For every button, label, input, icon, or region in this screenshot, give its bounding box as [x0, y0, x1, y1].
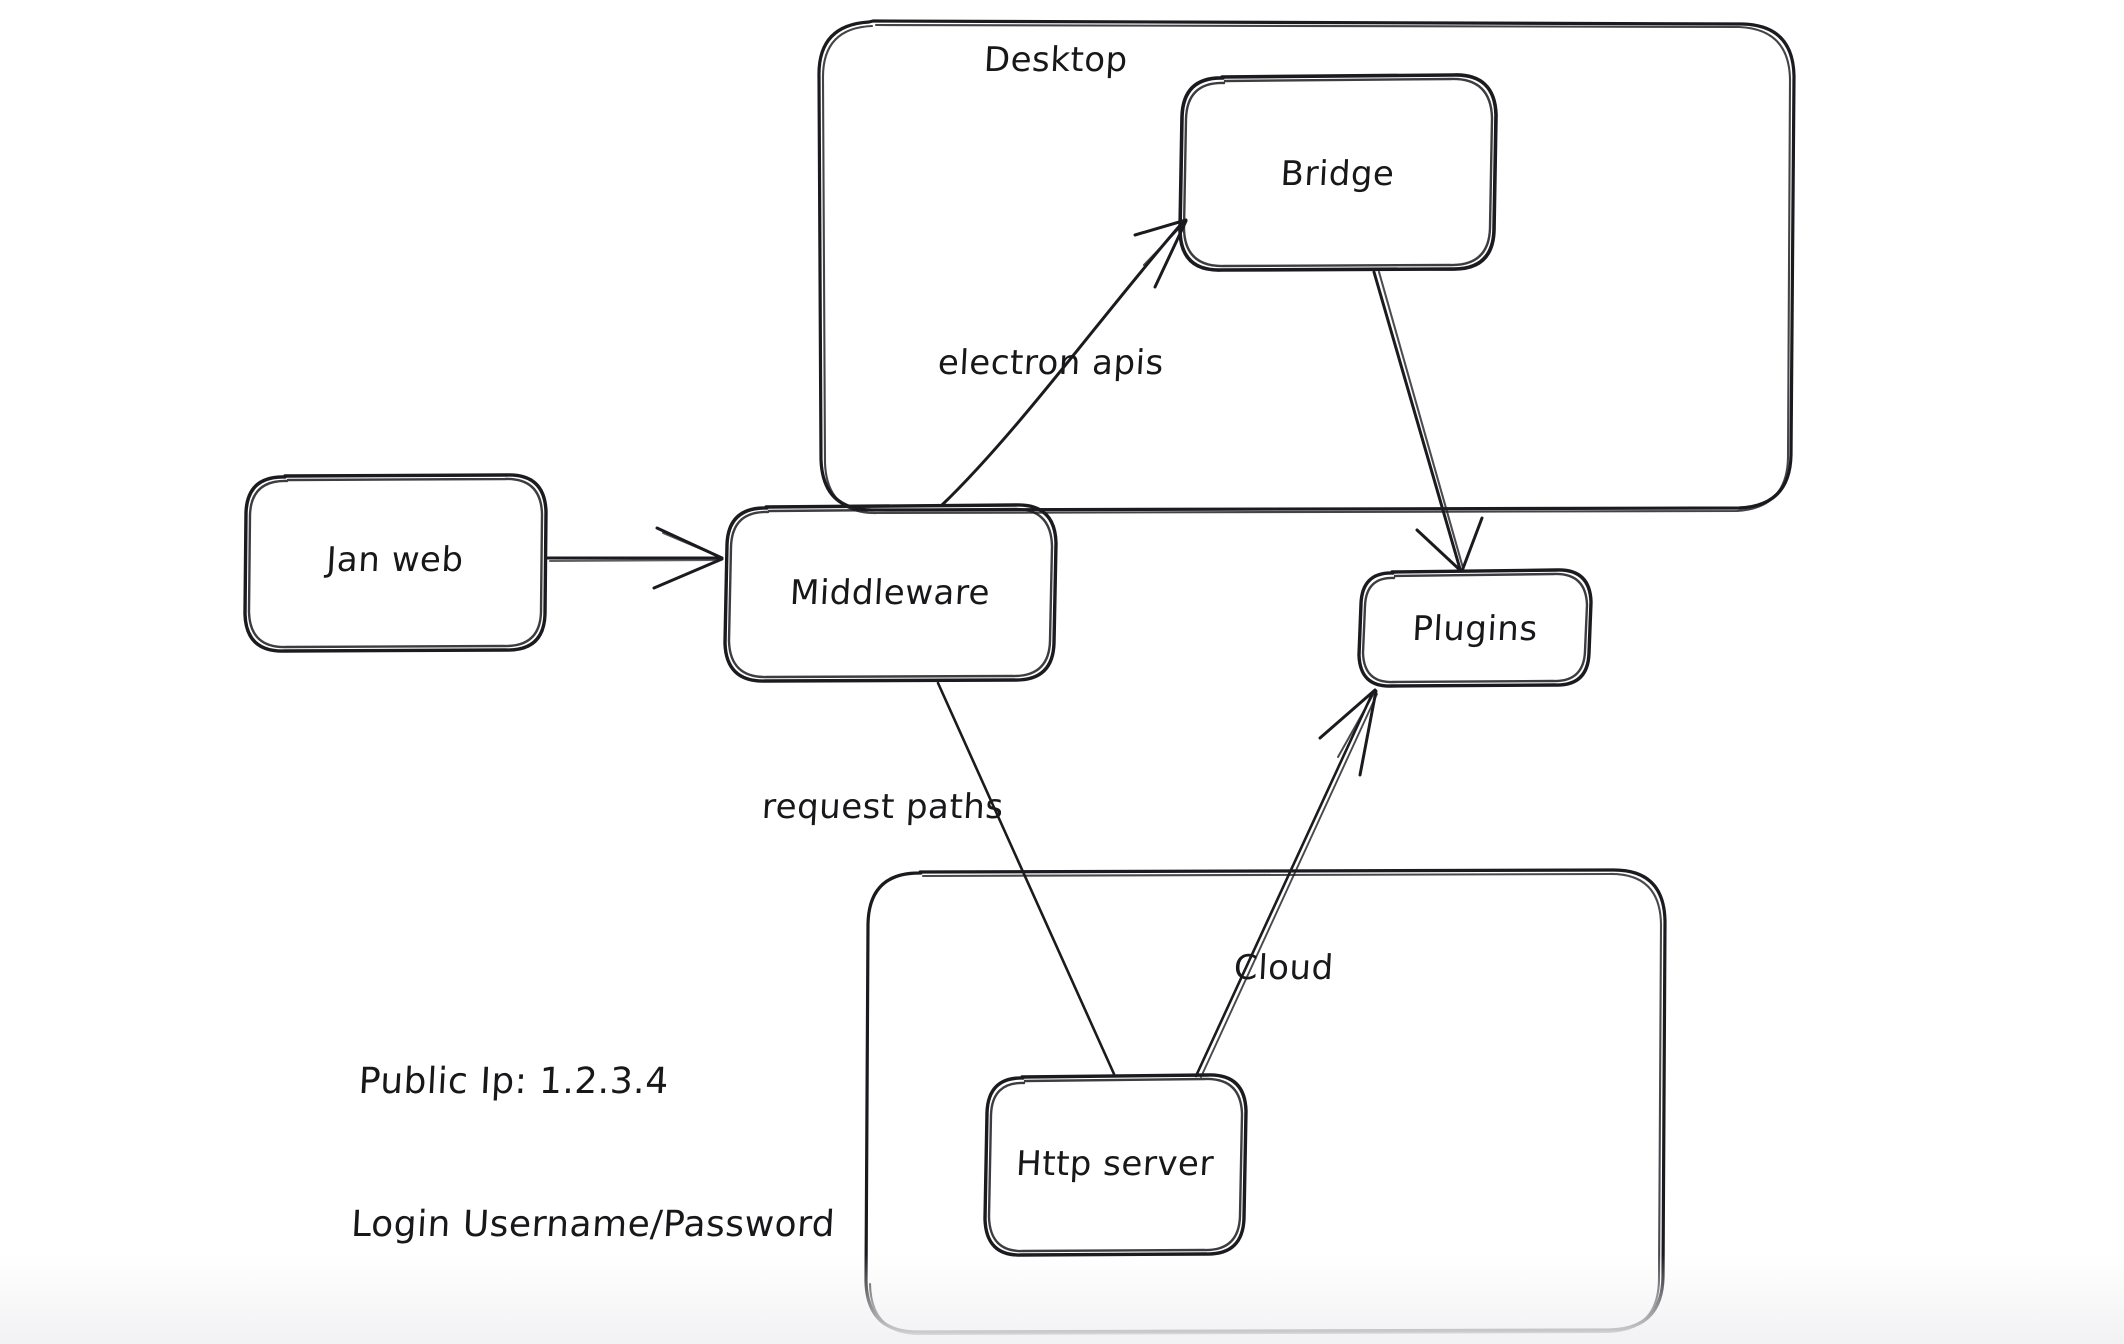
note-public-ip: Public Ip: 1.2.3.4 Login Username/Passwo…	[345, 963, 849, 1343]
group-cloud-outline	[864, 868, 1667, 1336]
node-label-bridge: Bridge	[1279, 154, 1396, 194]
edge-bridge-to-plugins	[1372, 270, 1484, 573]
note-line-public-ip: Public Ip: 1.2.3.4	[357, 1061, 670, 1103]
edge-label-cloud: Cloud	[1232, 948, 1335, 988]
group-label-desktop: Desktop	[982, 40, 1129, 80]
node-label-http-server: Http server	[1015, 1144, 1215, 1184]
edge-middleware-to-http-server	[936, 681, 1116, 1076]
group-desktop-outline	[817, 19, 1796, 515]
node-jan-web-outline[interactable]	[243, 473, 548, 653]
edge-http-server-to-plugins	[1194, 688, 1378, 1078]
node-label-jan-web: Jan web	[325, 540, 465, 580]
edge-jan-web-to-middleware	[546, 526, 724, 590]
edge-label-electron-apis: electron apis	[936, 343, 1165, 383]
node-label-middleware: Middleware	[788, 573, 992, 613]
node-bridge-outline[interactable]	[1178, 73, 1498, 272]
node-label-plugins: Plugins	[1411, 609, 1539, 649]
edge-label-request-paths: request paths	[760, 787, 1005, 827]
node-plugins-outline[interactable]	[1357, 568, 1593, 688]
node-middleware-outline[interactable]	[723, 503, 1058, 683]
edge-middleware-to-bridge	[940, 218, 1188, 507]
note-line-login-credentials: Login Username/Password	[350, 1203, 837, 1245]
